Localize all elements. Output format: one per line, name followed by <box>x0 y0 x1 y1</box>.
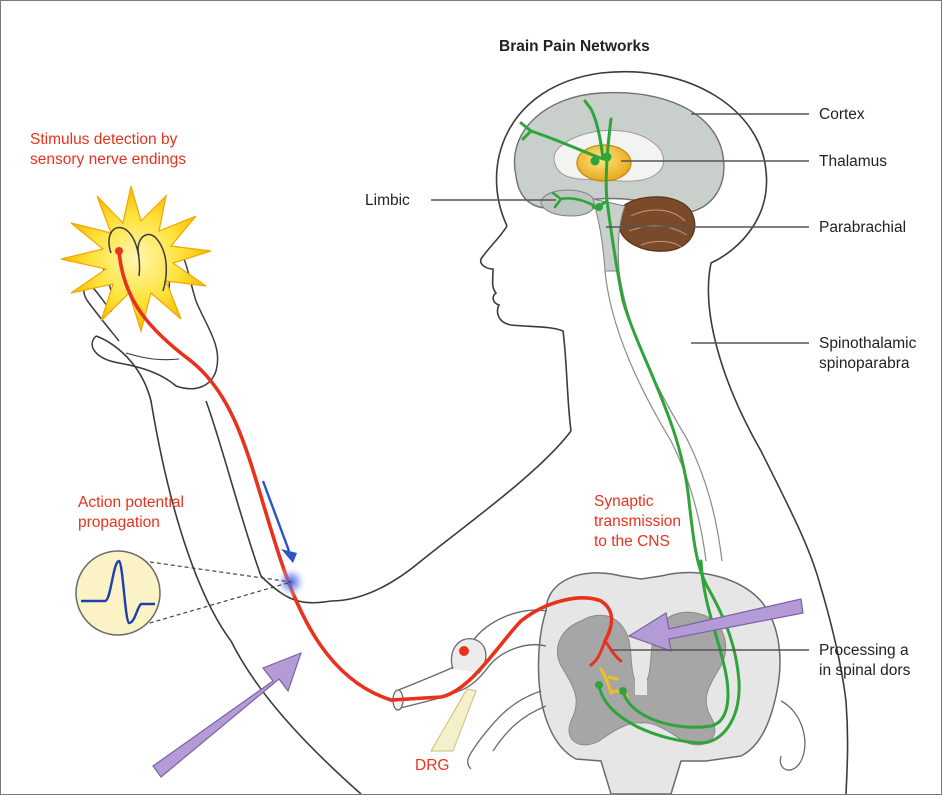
inset-leader-top <box>143 561 291 582</box>
back-outline <box>819 581 848 794</box>
cortex-label: Cortex <box>819 105 865 124</box>
neck-shoulder-outline <box>331 431 571 601</box>
synaptic-label-line2: transmission <box>594 512 681 531</box>
right-root-curl <box>780 701 805 770</box>
nerve-ending-dot <box>115 247 123 255</box>
dorsal-horn-synapse-2 <box>619 687 627 695</box>
action-potential-inset <box>76 551 160 635</box>
cerebellum <box>618 197 695 251</box>
thalamus-label: Thalamus <box>819 152 887 171</box>
spinothalamic-label-line1: Spinothalamic <box>819 334 916 353</box>
drg-cell-body <box>459 646 469 656</box>
action-potential-label-line2: propagation <box>78 513 160 532</box>
thalamus-synapse-1 <box>591 157 600 166</box>
spinoparabrachial-label-line2: spinoparabra <box>819 354 909 373</box>
processing-label-line2: in spinal dors <box>819 661 910 680</box>
ventral-root <box>468 691 546 769</box>
limbic-label: Limbic <box>365 191 410 210</box>
synaptic-label-line3: to the CNS <box>594 532 670 551</box>
face-outline <box>481 226 571 431</box>
action-potential-label-line1: Action potential <box>78 493 184 512</box>
nociceptor-axon <box>119 251 612 700</box>
stimulus-label-line2: sensory nerve endings <box>30 150 186 169</box>
propagation-arrow-head <box>281 549 297 563</box>
diagram-title: Brain Pain Networks <box>499 37 650 56</box>
periphery-arrow <box>153 653 301 777</box>
central-canal-gap <box>635 651 647 695</box>
hand-crease <box>126 353 179 360</box>
dorsal-horn-synapse-1 <box>595 681 603 689</box>
synaptic-label-line1: Synaptic <box>594 492 653 511</box>
drg-label: DRG <box>415 756 449 775</box>
stimulus-label-line1: Stimulus detection by <box>30 130 177 149</box>
stimulus-starburst <box>61 186 211 331</box>
parabrachial-label: Parabrachial <box>819 218 906 237</box>
parabrachial-synapse <box>595 203 603 211</box>
upper-arm-outline <box>206 401 331 603</box>
processing-label-line1: Processing a <box>819 641 909 660</box>
thalamus-synapse-2 <box>603 153 612 162</box>
